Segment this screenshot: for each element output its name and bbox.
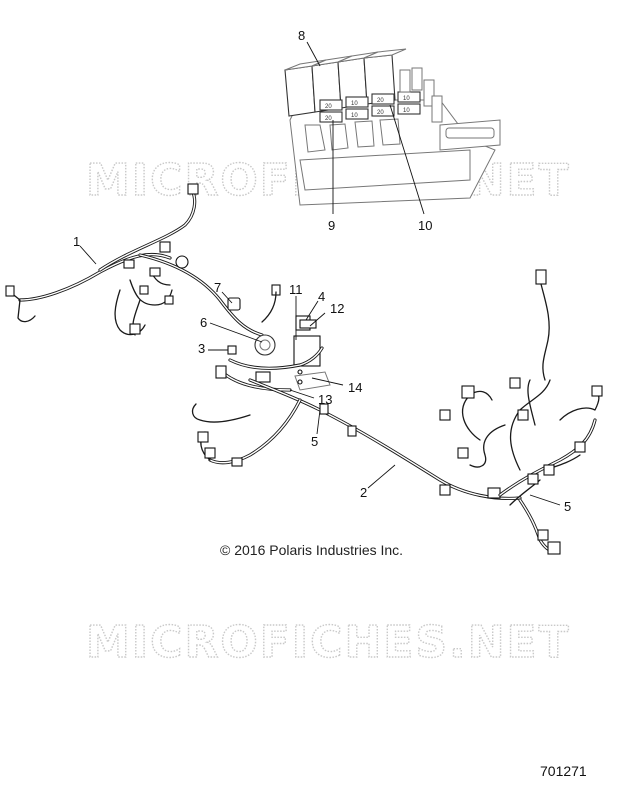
- fuse-label: 10: [403, 96, 410, 102]
- fuse-label: 10: [403, 108, 410, 114]
- harness-1: [5, 183, 281, 337]
- copyright-notice: © 2016 Polaris Industries Inc.: [220, 542, 403, 558]
- callout-4: 4: [318, 289, 325, 304]
- callout-7: 7: [214, 280, 221, 295]
- callout-5-right: 5: [564, 499, 571, 514]
- callout-11: 11: [289, 282, 303, 297]
- center-components: [215, 297, 331, 392]
- callout-1: 1: [73, 234, 80, 249]
- callout-9: 9: [328, 218, 335, 233]
- leader-lines: [79, 41, 561, 506]
- callout-5-left: 5: [311, 434, 318, 449]
- callout-2: 2: [360, 485, 367, 500]
- fuse-label: 10: [351, 101, 358, 107]
- callout-8: 8: [298, 28, 305, 43]
- fuse-box-assembly: 20 20 10 10 20 20 10 10: [284, 48, 501, 206]
- callout-labels: 8 9 10 1 7 11 4 12 6 3 14 13 5 2 5: [73, 28, 571, 514]
- fuse-row: 20 20 10 10 20 20 10 10: [319, 91, 421, 123]
- callout-14: 14: [348, 380, 362, 395]
- callout-6: 6: [200, 315, 207, 330]
- harness-2-main: [191, 378, 522, 500]
- figure-number: 701271: [540, 763, 587, 779]
- fuse-label: 20: [377, 98, 384, 104]
- callout-12: 12: [330, 301, 344, 316]
- fuse-label: 20: [325, 104, 332, 110]
- callout-13: 13: [318, 392, 332, 407]
- fuse-label: 10: [351, 113, 358, 119]
- harness-5-right: [439, 269, 603, 555]
- callout-10: 10: [418, 218, 432, 233]
- callout-3: 3: [198, 341, 205, 356]
- watermark-bottom: MICROFICHES.NET: [86, 617, 571, 668]
- fuse-label: 20: [325, 116, 332, 122]
- fuse-label: 20: [377, 110, 384, 116]
